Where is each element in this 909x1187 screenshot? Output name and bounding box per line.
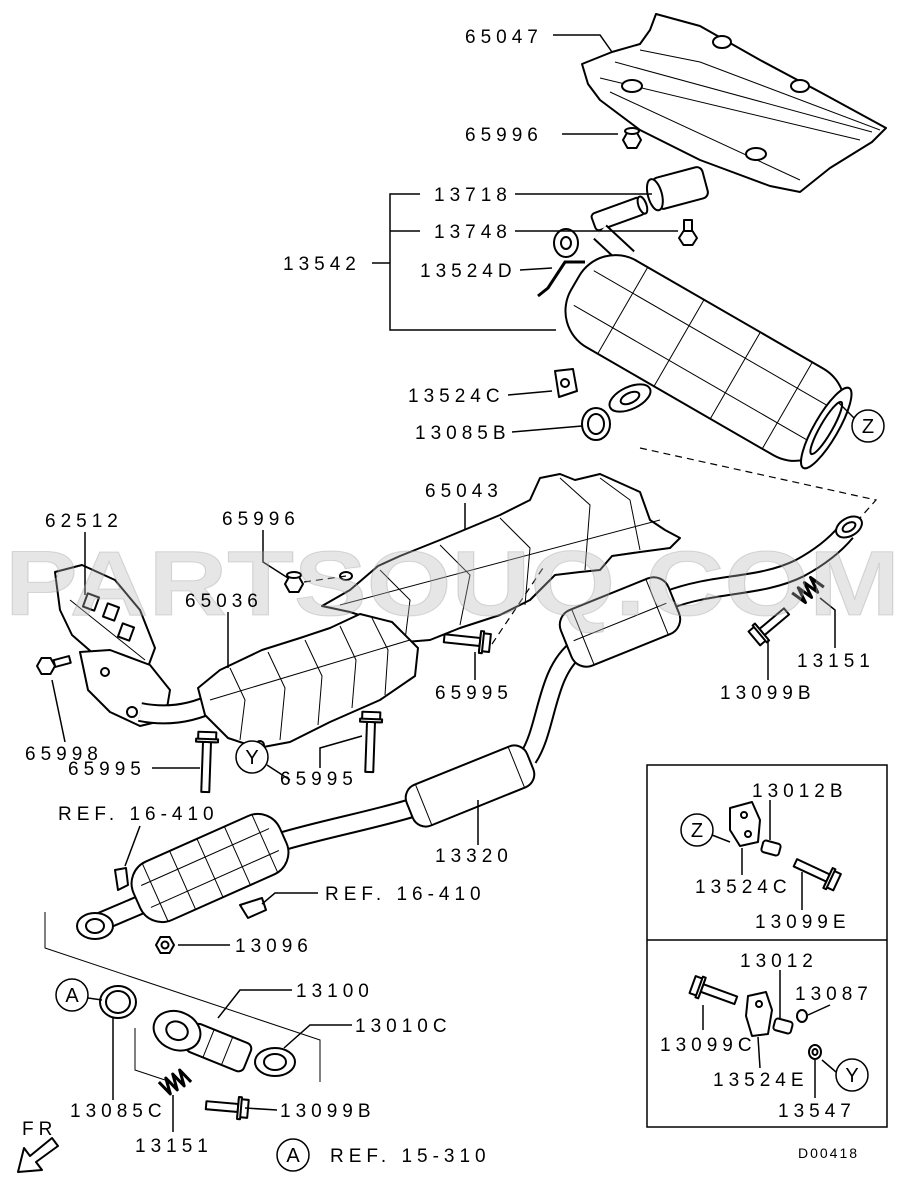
bolt-13748 — [678, 219, 698, 246]
inset-callout-13524c[interactable]: 13524C — [695, 877, 792, 898]
callout-13320[interactable]: 13320 — [435, 846, 513, 867]
bolt-13099b-right — [747, 607, 791, 647]
inset-marker-z-label: Z — [691, 820, 703, 842]
spring-13151-bottom — [157, 1068, 193, 1096]
callout-65043[interactable]: 65043 — [425, 481, 503, 502]
callout-65995-mid[interactable]: 65995 — [280, 769, 358, 790]
bolt-65995-left — [195, 730, 220, 794]
marker-y: Y — [235, 740, 269, 774]
callout-13099b-bottom[interactable]: 13099B — [280, 1101, 376, 1122]
reference-labels: REF. 16-410 REF. 16-410 REF. 15-310 — [58, 804, 491, 1167]
inset-labels: Z Y 13012B 13524C 13099E 13012 13087 130… — [660, 781, 873, 1122]
reference-15-310[interactable]: REF. 15-310 — [330, 1146, 491, 1167]
diagram-code: D00418 — [798, 1145, 859, 1161]
callout-13151-bottom[interactable]: 13151 — [135, 1136, 213, 1157]
inset-marker-y-label: Y — [845, 1065, 858, 1087]
rubber-hanger-13524c — [554, 368, 578, 398]
callout-65047[interactable]: 65047 — [465, 27, 543, 48]
inset-callout-13099c[interactable]: 13099C — [660, 1035, 757, 1056]
marker-z: Z — [851, 409, 885, 443]
marker-y-label: Y — [245, 747, 258, 769]
callout-13524d[interactable]: 13524D — [420, 261, 517, 282]
leader-lines — [44, 34, 878, 1132]
heat-shield-65043 — [321, 473, 681, 643]
inset-callout-13099e[interactable]: 13099E — [755, 912, 851, 933]
direction-label: FR — [22, 1119, 57, 1140]
callout-65998[interactable]: 65998 — [25, 744, 103, 765]
front-flange — [76, 912, 114, 940]
front-direction-arrow-icon — [17, 1137, 59, 1173]
callout-62512[interactable]: 62512 — [45, 511, 123, 532]
inset-callout-13012b[interactable]: 13012B — [752, 781, 848, 802]
callout-13524c[interactable]: 13524C — [408, 386, 505, 407]
gasket-13010c — [254, 1047, 296, 1077]
reference-16-410-top[interactable]: REF. 16-410 — [58, 804, 219, 825]
marker-a-ref: A — [276, 1138, 310, 1172]
front-converter — [130, 812, 290, 924]
marker-z-label: Z — [862, 416, 874, 438]
heat-shield-62512 — [54, 564, 156, 676]
watermark: PARTSOUQ.COM — [5, 533, 900, 635]
nut-65998 — [36, 655, 72, 675]
tail-pipe-segment — [590, 195, 649, 232]
inset-callout-13524e[interactable]: 13524E — [713, 1070, 809, 1091]
nut-65996-top — [622, 127, 642, 149]
callout-65995-right[interactable]: 65995 — [435, 683, 513, 704]
inset-callout-13012[interactable]: 13012 — [740, 951, 818, 972]
gasket-13085b — [581, 407, 611, 441]
callout-65995-left[interactable]: 65995 — [68, 759, 146, 780]
callout-13718[interactable]: 13718 — [434, 185, 512, 206]
rubber-hanger-13524d — [553, 228, 579, 258]
callout-13099b-right[interactable]: 13099B — [720, 683, 816, 704]
bolt-65995-mid — [359, 710, 384, 774]
marker-a-label: A — [65, 985, 79, 1007]
muffler — [537, 224, 853, 470]
callout-65036[interactable]: 65036 — [185, 591, 263, 612]
callout-13096[interactable]: 13096 — [235, 936, 313, 957]
bolt-65995-right — [442, 630, 492, 655]
bolt-13099b-bottom — [204, 1096, 250, 1121]
gasket-13085c — [99, 985, 137, 1019]
callout-13010c[interactable]: 13010C — [355, 1016, 452, 1037]
heat-shield-65047 — [581, 13, 887, 193]
callout-13085c[interactable]: 13085C — [70, 1101, 167, 1122]
callout-65996-top[interactable]: 65996 — [465, 125, 543, 146]
inset-callout-13547[interactable]: 13547 — [778, 1101, 856, 1122]
detail-inset — [646, 764, 888, 1128]
marker-a-ref-label: A — [286, 1145, 300, 1167]
nut-13096 — [155, 936, 175, 954]
hanger-13718 — [645, 166, 709, 212]
pipe-13100 — [152, 1009, 253, 1073]
callout-65996-mid[interactable]: 65996 — [222, 509, 300, 530]
callout-labels: 65047 65996 13718 13748 13542 13524D 135… — [25, 27, 875, 1157]
sensor-ref-mid — [239, 897, 267, 919]
reference-16-410-mid[interactable]: REF. 16-410 — [325, 884, 486, 905]
callout-13542[interactable]: 13542 — [283, 254, 361, 275]
marker-a: A — [55, 978, 89, 1012]
spring-13151-right — [791, 575, 825, 605]
inset-callout-13087[interactable]: 13087 — [795, 984, 873, 1005]
callout-13748[interactable]: 13748 — [434, 222, 512, 243]
nut-65996-mid — [284, 571, 304, 593]
callout-13151-right[interactable]: 13151 — [797, 651, 875, 672]
callout-13100[interactable]: 13100 — [296, 981, 374, 1002]
callout-13085b[interactable]: 13085B — [415, 423, 511, 444]
sensor-ref-top — [114, 867, 129, 891]
